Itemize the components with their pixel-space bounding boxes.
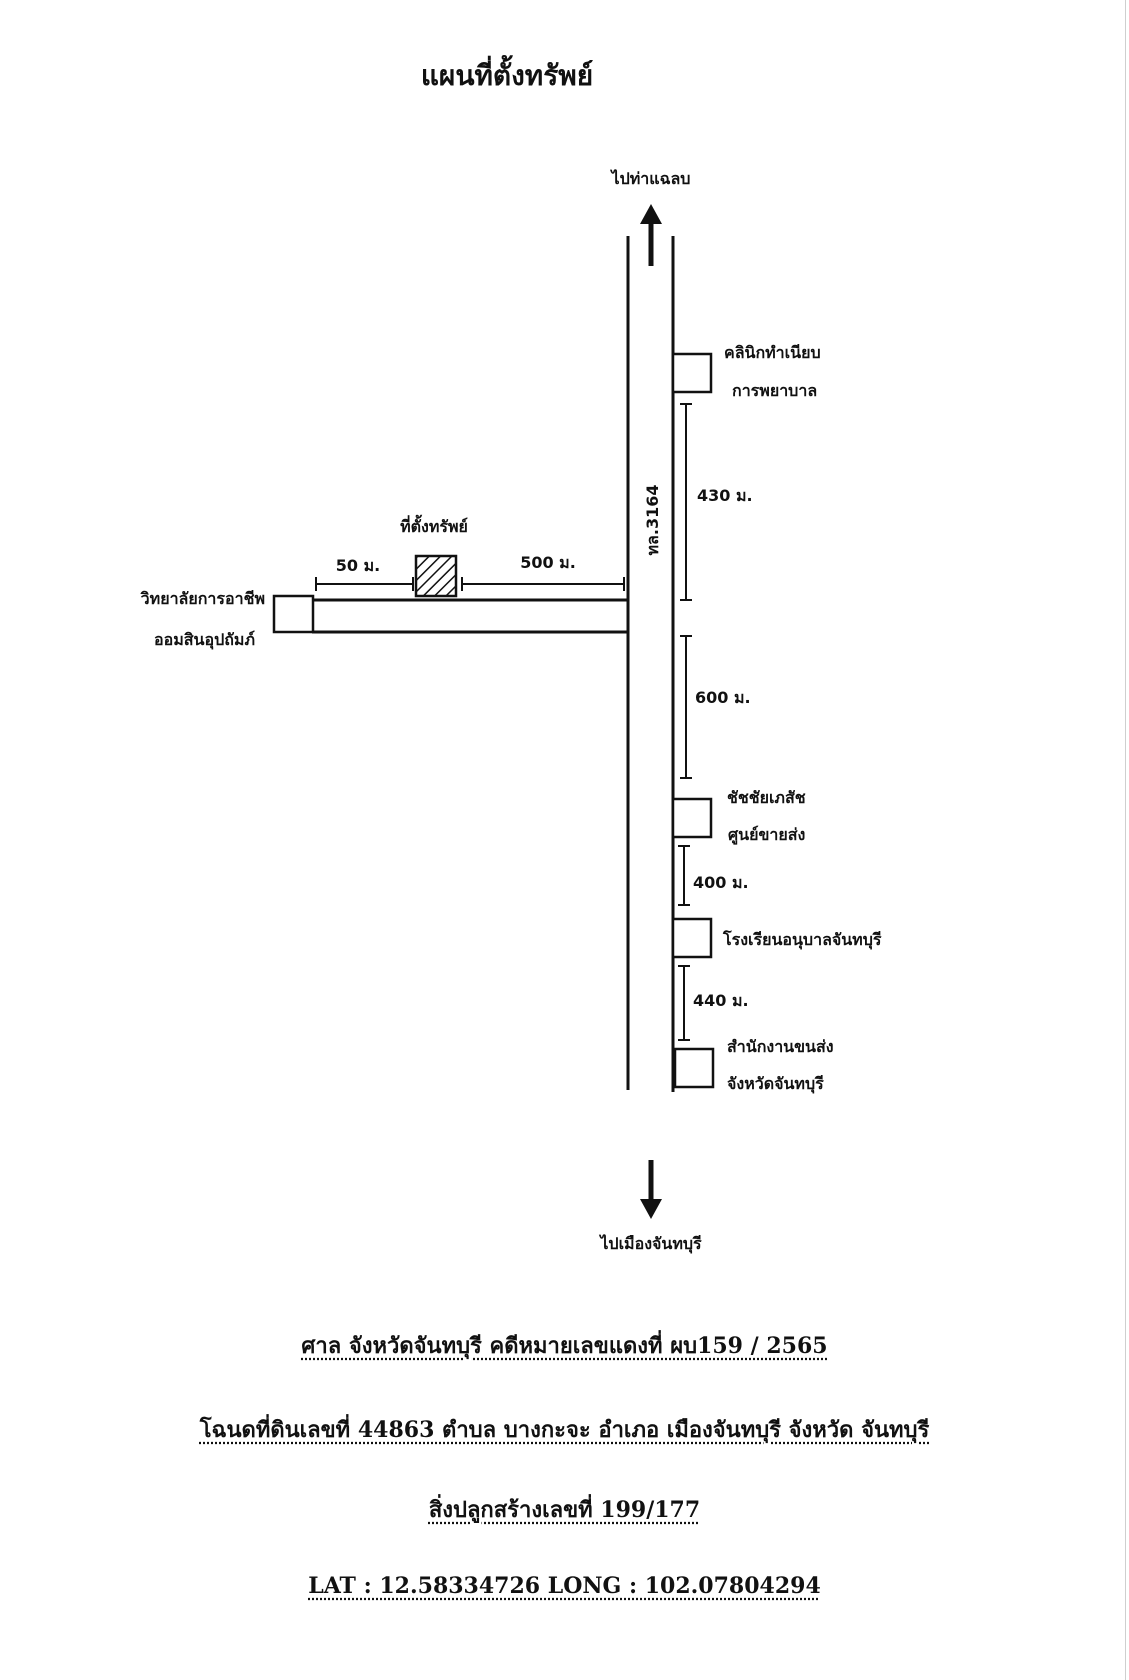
court-case-text: ศาล จังหวัดจันทบุรี คดีหมายเลขแดงที่ ผบ1… <box>301 1333 828 1359</box>
clinic-label-line2: การพยาบาล <box>732 381 817 400</box>
office-label-line1: สำนักงานขนส่ง <box>727 1037 834 1056</box>
building-number-text: สิ่งปลูกสร้างเลขที่ 199/177 <box>428 1497 701 1523</box>
map-title: แผนที่ตั้งทรัพย์ <box>421 54 593 92</box>
title-deed-text: โฉนดที่ดินเลขที่ 44863 ตำบล บางกะจะ อำเภ… <box>199 1417 930 1443</box>
distance-clinic: 430 ม. <box>697 486 753 505</box>
pharmacy-label-line2: ศูนย์ขายส่ง <box>728 825 805 846</box>
distance-office: 440 ม. <box>693 991 749 1010</box>
office-label-line2: จังหวัดจันทบุรี <box>727 1074 824 1094</box>
south-arrow-icon <box>640 1160 662 1219</box>
distance-school: 400 ม. <box>693 873 749 892</box>
property-marker <box>414 554 458 598</box>
dimension-office <box>678 965 690 1041</box>
side-road <box>312 598 628 634</box>
dimension-pharmacy <box>680 635 692 779</box>
north-arrow-icon <box>640 204 662 266</box>
office-marker <box>673 1047 715 1089</box>
coordinates-line: LAT : 12.58334726 LONG : 102.07804294 <box>0 1573 1129 1599</box>
coordinates-text: LAT : 12.58334726 LONG : 102.07804294 <box>308 1573 821 1599</box>
direction-south-label: ไปเมืองจันทบุรี <box>598 1234 702 1254</box>
college-label-line1: วิทยาลัยการอาชีพ <box>140 589 265 608</box>
road-number-label: ทล.3164 <box>643 485 662 556</box>
clinic-marker <box>671 352 713 394</box>
pharmacy-label-line1: ชัชชัยเภสัช <box>727 788 806 807</box>
dimension-school <box>678 845 690 906</box>
dimension-clinic <box>680 403 692 601</box>
property-label: ที่ตั้งทรัพย์ <box>400 514 468 536</box>
title-deed-line: โฉนดที่ดินเลขที่ 44863 ตำบล บางกะจะ อำเภ… <box>0 1412 1129 1447</box>
clinic-label-line1: คลินิกทำเนียบ <box>724 343 821 362</box>
college-marker <box>272 594 315 634</box>
court-case-line: ศาล จังหวัดจันทบุรี คดีหมายเลขแดงที่ ผบ1… <box>0 1328 1129 1363</box>
scan-edge <box>1125 0 1126 1680</box>
dimension-to-college <box>315 577 414 591</box>
building-number-line: สิ่งปลูกสร้างเลขที่ 199/177 <box>0 1492 1129 1527</box>
main-road <box>626 236 675 1092</box>
distance-to-college: 50 ม. <box>336 556 380 575</box>
distance-pharmacy: 600 ม. <box>695 688 751 707</box>
distance-to-main-road: 500 ม. <box>520 553 576 572</box>
school-label: โรงเรียนอนุบาลจันทบุรี <box>722 929 882 950</box>
college-label-line2: ออมสินอุปถัมภ์ <box>154 630 255 650</box>
pharmacy-marker <box>671 797 713 839</box>
dimension-to-main-road <box>461 577 625 591</box>
direction-north-label: ไปท่าแฉลบ <box>610 169 691 188</box>
school-marker <box>671 917 713 959</box>
